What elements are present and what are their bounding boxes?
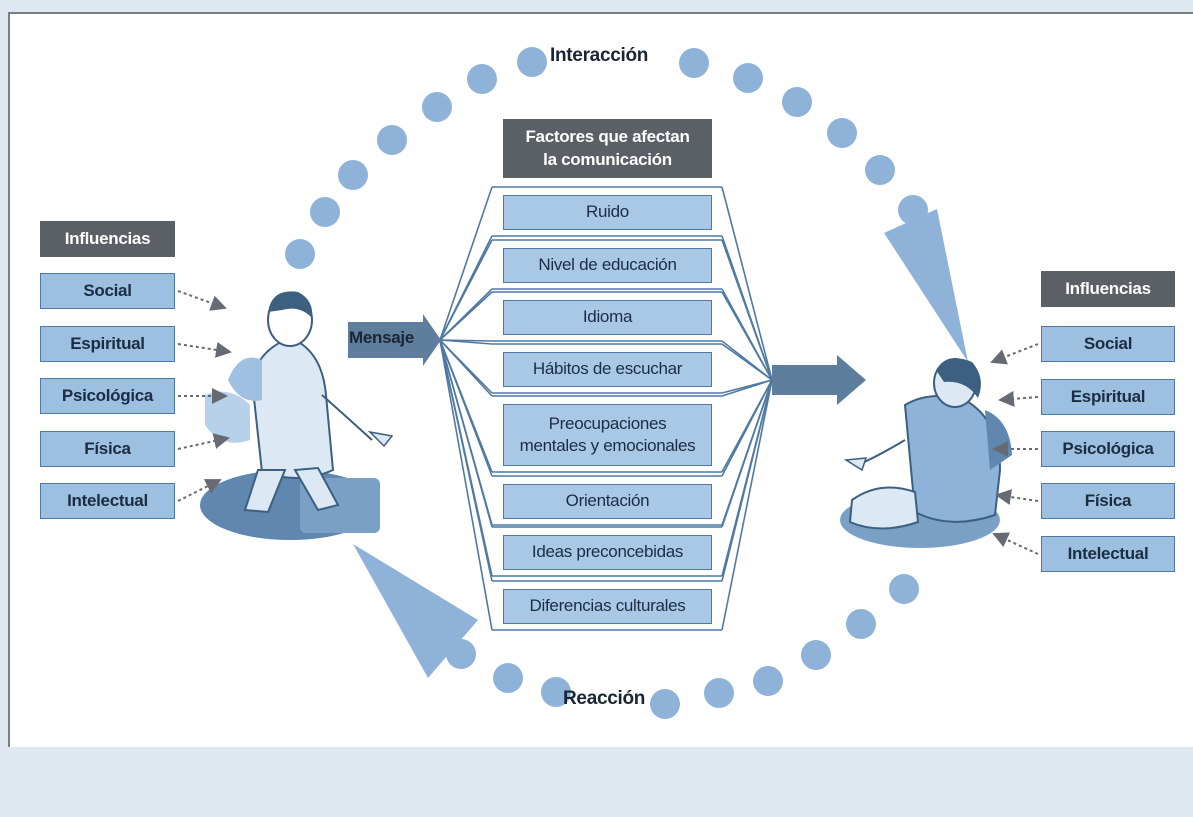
cycle-dot [422,92,452,122]
message-arrow [348,314,441,366]
left-influence-spiritual: Espiritual [40,326,175,362]
factor-cultural-differences: Diferencias culturales [503,589,712,624]
cycle-dot [338,160,368,190]
factor-mental-emotional-concerns: Preocupaciones mentales y emocionales [503,404,712,466]
left-influence-arrows [177,290,232,502]
interaction-label: Interacción [550,45,649,66]
cycle-dot [827,118,857,148]
left-influence-physical: Física [40,431,175,467]
right-influence-intellectual: Intelectual [1041,536,1175,572]
factors-header-line2: la comunicación [543,149,672,169]
cycle-dot [753,666,783,696]
cycle-dot [846,609,876,639]
cycle-arrowhead-left [353,544,478,678]
cycle-dot [377,125,407,155]
cycle-dot [704,678,734,708]
right-influence-spiritual: Espiritual [1041,379,1175,415]
factor-mental-line2: mentales y emocionales [519,436,696,455]
factor-language: Idioma [503,300,712,335]
factor-listening-habits: Hábitos de escuchar [503,352,712,387]
left-influence-psychological: Psicológica [40,378,175,414]
factor-noise: Ruido [503,195,712,230]
factor-mental-line1: Preocupaciones [548,413,667,433]
factor-fan-lines [439,186,773,631]
right-influences-title: Influencias [1041,271,1175,307]
cycle-dots [285,47,928,719]
right-influence-physical: Física [1041,483,1175,519]
factor-preconceived-ideas: Ideas preconcebidas [503,535,712,570]
right-influence-psychological: Psicológica [1041,431,1175,467]
cycle-dot [541,677,571,707]
left-influence-social: Social [40,273,175,309]
cycle-dot [310,197,340,227]
message-label: Mensaje [349,328,414,347]
right-influence-social: Social [1041,326,1175,362]
left-influence-intellectual: Intelectual [40,483,175,519]
left-influences-title: Influencias [40,221,175,257]
receiver-figure [840,358,1012,548]
right-influence-arrows [990,343,1039,555]
cycle-dot [285,239,315,269]
factors-header: Factores que afectan la comunicación [503,119,712,178]
cycle-dot [467,64,497,94]
cycle-dot [679,48,709,78]
factor-education-level: Nivel de educación [503,248,712,283]
cycle-dot [865,155,895,185]
output-arrow [772,355,866,405]
cycle-dot [650,689,680,719]
cycle-dot [517,47,547,77]
factor-orientation: Orientación [503,484,712,519]
cycle-dot [889,574,919,604]
factors-header-line1: Factores que afectan [525,127,690,147]
cycle-dot [782,87,812,117]
cycle-dot [493,663,523,693]
cycle-arrowhead-right [884,209,968,362]
sender-figure [200,291,394,540]
cycle-dot [801,640,831,670]
reaction-label: Reacción [563,688,646,709]
cycle-dot [733,63,763,93]
